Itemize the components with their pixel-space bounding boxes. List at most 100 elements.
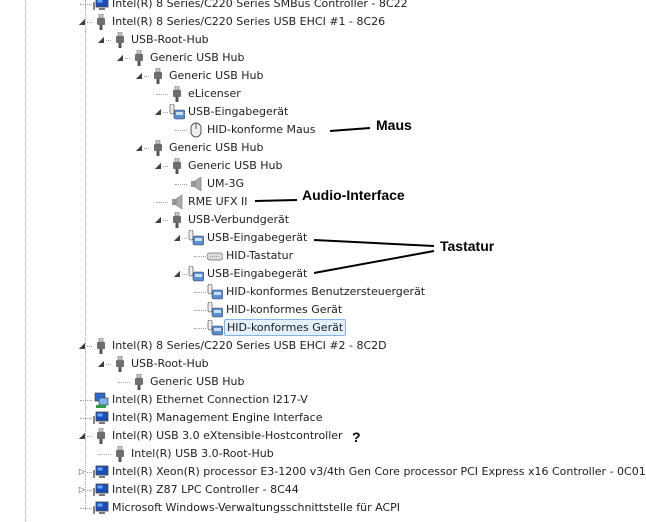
tree-node-label[interactable]: Intel(R) Z87 LPC Controller - 8C44	[112, 483, 299, 496]
tree-node-label[interactable]: USB-Root-Hub	[131, 33, 209, 46]
tree-connector	[163, 220, 168, 221]
tree-connector	[194, 328, 206, 329]
collapse-arrow-icon[interactable]: ◢	[135, 71, 143, 80]
tree-node-label[interactable]: Generic USB Hub	[188, 159, 283, 172]
tree-node[interactable]: ◢ Generic USB Hub	[0, 139, 646, 157]
tree-connector	[80, 418, 92, 419]
tree-node-label[interactable]: Intel(R) 8 Series/C220 Series SMBus Cont…	[112, 0, 408, 10]
annotation-question: ?	[352, 429, 361, 445]
tree-node[interactable]: ◢ USB-Root-Hub	[0, 355, 646, 373]
tree-node[interactable]: ◢ USB-Verbundgerät	[0, 211, 646, 229]
usb-plug-icon	[112, 31, 128, 48]
tree-node-label[interactable]: HID-konformes Gerät	[224, 319, 347, 336]
expand-arrow-icon[interactable]: ▷	[78, 467, 86, 476]
hid-device-icon	[188, 229, 205, 246]
network-icon	[93, 392, 109, 408]
collapse-arrow-icon[interactable]: ◢	[116, 53, 124, 62]
tree-node-label[interactable]: Intel(R) Management Engine Interface	[112, 411, 323, 424]
usb-plug-icon	[131, 373, 147, 390]
tree-node-label[interactable]: RME UFX II	[188, 195, 248, 208]
tree-node-label[interactable]: HID-konforme Maus	[207, 123, 316, 136]
tree-node[interactable]: ◢ USB-Eingabegerät	[0, 103, 646, 121]
tree-node[interactable]: ◢ USB-Root-Hub	[0, 31, 646, 49]
annotation-audio-interface: Audio-Interface	[302, 187, 405, 203]
tree-node-label[interactable]: Generic USB Hub	[150, 51, 245, 64]
collapse-arrow-icon[interactable]: ◢	[154, 161, 162, 170]
tree-node[interactable]: Generic USB Hub	[0, 373, 646, 391]
tree-connector	[87, 346, 92, 347]
hid-device-icon	[169, 103, 186, 120]
tree-connector	[175, 184, 187, 185]
collapse-arrow-icon[interactable]: ◢	[173, 233, 181, 242]
collapse-arrow-icon[interactable]: ◢	[97, 35, 105, 44]
tree-node-label[interactable]: eLicenser	[188, 87, 241, 100]
usb-plug-icon	[112, 355, 128, 372]
usb-plug-icon	[150, 67, 166, 84]
tree-node[interactable]: UM-3G	[0, 175, 646, 193]
tree-guide-line	[25, 0, 26, 521]
tree-node[interactable]: HID-konformes Benutzersteuergerät	[0, 283, 646, 301]
tree-node-label[interactable]: UM-3G	[207, 177, 245, 190]
tree-node[interactable]: ◢ Generic USB Hub	[0, 157, 646, 175]
tree-node-label[interactable]: Intel(R) USB 3.0-Root-Hub	[131, 447, 274, 460]
tree-node[interactable]: RME UFX II	[0, 193, 646, 211]
tree-node-label[interactable]: USB-Verbundgerät	[188, 213, 290, 226]
tree-node-label[interactable]: Generic USB Hub	[169, 69, 264, 82]
tree-node[interactable]: Microsoft Windows-Verwaltungsschnittstel…	[0, 499, 646, 517]
collapse-arrow-icon[interactable]: ◢	[78, 431, 86, 440]
tree-node[interactable]: ▷ Intel(R) Z87 LPC Controller - 8C44	[0, 481, 646, 499]
collapse-arrow-icon[interactable]: ◢	[97, 359, 105, 368]
tree-node-label[interactable]: Intel(R) Xeon(R) processor E3-1200 v3/4t…	[112, 465, 646, 478]
tree-node[interactable]: ◢ Generic USB Hub	[0, 49, 646, 67]
tree-connector	[106, 40, 111, 41]
collapse-arrow-icon[interactable]: ◢	[154, 215, 162, 224]
tree-node-label[interactable]: USB-Root-Hub	[131, 357, 209, 370]
tree-node[interactable]: Intel(R) 8 Series/C220 Series SMBus Cont…	[0, 0, 646, 13]
tree-connector	[163, 112, 168, 113]
tree-node-label[interactable]: Intel(R) 8 Series/C220 Series USB EHCI #…	[112, 339, 387, 352]
tree-node[interactable]: ◢ Intel(R) 8 Series/C220 Series USB EHCI …	[0, 337, 646, 355]
tree-node[interactable]: ◢ USB-Eingabegerät	[0, 265, 646, 283]
tree-node[interactable]: HID-konformes Gerät	[0, 319, 646, 337]
annotation-maus: Maus	[376, 117, 412, 133]
tree-node-label[interactable]: HID-konformes Gerät	[226, 303, 343, 316]
tree-node-label[interactable]: USB-Eingabegerät	[188, 105, 289, 118]
collapse-arrow-icon[interactable]: ◢	[173, 269, 181, 278]
tree-node-label[interactable]: Intel(R) USB 3.0 eXtensible-Hostcontroll…	[112, 429, 343, 442]
tree-node-label[interactable]: USB-Eingabegerät	[207, 231, 308, 244]
tree-node-label[interactable]: HID-konformes Benutzersteuergerät	[226, 285, 426, 298]
tree-node[interactable]: ◢ Generic USB Hub	[0, 67, 646, 85]
tree-node-label[interactable]: Generic USB Hub	[169, 141, 264, 154]
tree-node-label[interactable]: Intel(R) 8 Series/C220 Series USB EHCI #…	[112, 15, 386, 28]
tree-node-label[interactable]: HID-Tastatur	[226, 249, 294, 262]
tree-node[interactable]: ◢ Intel(R) USB 3.0 eXtensible-Hostcontrol…	[0, 427, 646, 445]
computer-icon	[93, 500, 109, 516]
tree-node[interactable]: HID-konformes Gerät	[0, 301, 646, 319]
tree-node[interactable]: Intel(R) Management Engine Interface	[0, 409, 646, 427]
tree-node[interactable]: Intel(R) Ethernet Connection I217-V	[0, 391, 646, 409]
tree-node[interactable]: ▷ Intel(R) Xeon(R) processor E3-1200 v3/4…	[0, 463, 646, 481]
collapse-arrow-icon[interactable]: ◢	[135, 143, 143, 152]
tree-node-label[interactable]: Microsoft Windows-Verwaltungsschnittstel…	[112, 501, 401, 514]
hid-device-icon	[207, 319, 224, 336]
computer-icon	[93, 410, 109, 426]
tree-node-label[interactable]: USB-Eingabegerät	[207, 267, 308, 280]
tree-node[interactable]: HID-konforme Maus	[0, 121, 646, 139]
tree-connector	[87, 472, 92, 473]
annotation-tastatur: Tastatur	[440, 238, 495, 254]
tree-node[interactable]: Intel(R) USB 3.0-Root-Hub	[0, 445, 646, 463]
tree-node[interactable]: ◢ Intel(R) 8 Series/C220 Series USB EHCI …	[0, 13, 646, 31]
expand-arrow-icon[interactable]: ▷	[78, 485, 86, 494]
tree-node[interactable]: HID-Tastatur	[0, 247, 646, 265]
hid-device-icon	[207, 301, 224, 318]
collapse-arrow-icon[interactable]: ◢	[154, 107, 162, 116]
usb-plug-icon	[93, 337, 109, 354]
tree-node[interactable]: ◢ USB-Eingabegerät	[0, 229, 646, 247]
tree-connector	[156, 94, 168, 95]
tree-connector	[163, 166, 168, 167]
collapse-arrow-icon[interactable]: ◢	[78, 341, 86, 350]
collapse-arrow-icon[interactable]: ◢	[78, 17, 86, 26]
tree-node-label[interactable]: Generic USB Hub	[150, 375, 245, 388]
tree-node-label[interactable]: Intel(R) Ethernet Connection I217-V	[112, 393, 308, 406]
tree-node[interactable]: eLicenser	[0, 85, 646, 103]
